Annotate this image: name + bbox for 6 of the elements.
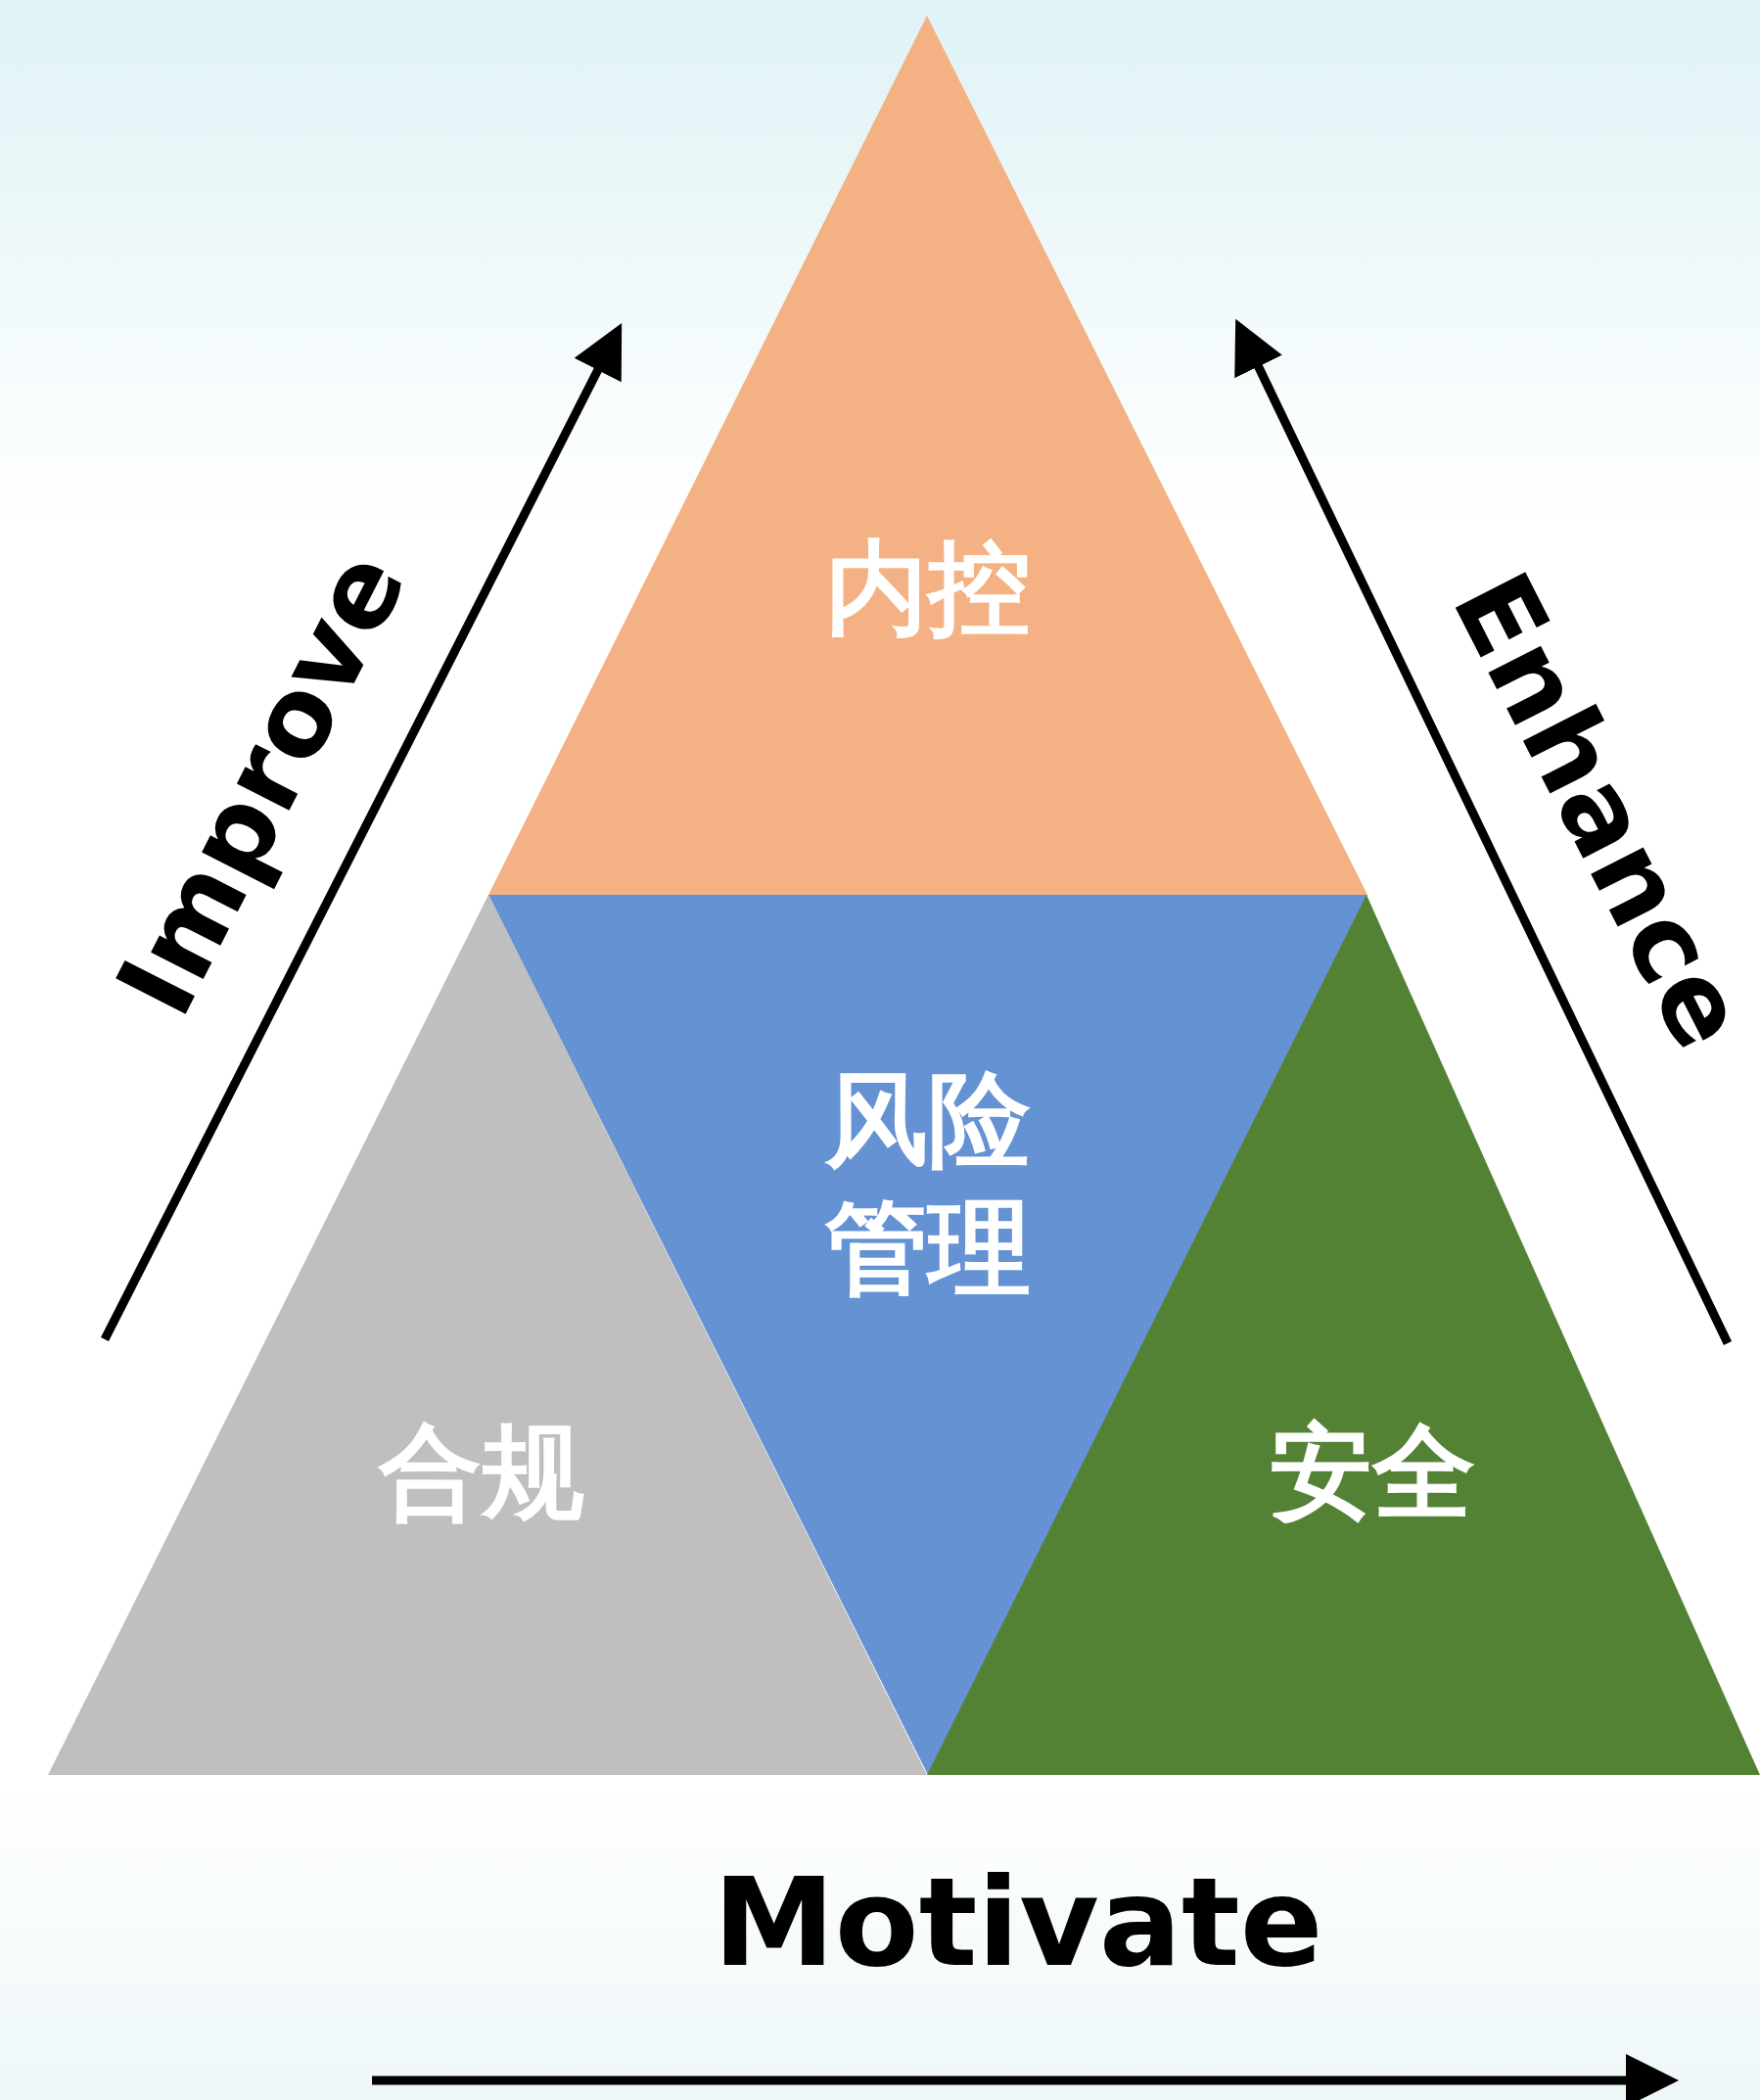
segment-label: 内控 [824, 528, 1032, 651]
segment-label: 风险管理 [823, 1058, 1032, 1310]
segment-label: 安全 [1269, 1412, 1476, 1535]
segment-label: 合规 [377, 1412, 585, 1535]
arrow-label: Motivate [713, 1850, 1323, 1993]
triangle-segment [488, 16, 1367, 895]
